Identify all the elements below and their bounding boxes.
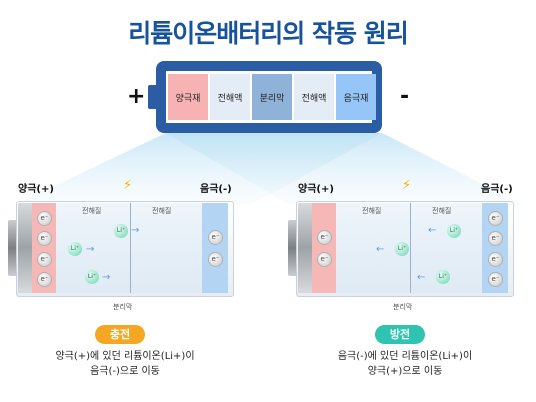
left-electrolyte-label-2: 전해질 [152,207,172,215]
right-anode-label: 음극(-) [481,184,513,195]
left-terminal-cap [8,220,16,276]
right-arrow-icon: → [86,244,95,255]
discharging-badge: 방전 [375,325,425,344]
electron: e⁻ [488,252,503,267]
discharging-desc-line-2: 양극(+)으로 이동 [367,366,443,377]
left-arrow-icon: ← [417,272,426,283]
left-separator-line [130,203,131,293]
right-arrow-icon: → [131,225,140,236]
left-casing-end [18,203,32,293]
cell-layer: 전해액 [210,74,250,120]
electron: e⁻ [208,252,223,267]
lithium-ion: Li⁺ [447,224,461,238]
electron: e⁻ [37,252,52,267]
cell-layer: 양극재 [168,74,208,120]
left-electrolyte-label-1: 전해질 [82,207,102,215]
lithium-ion: Li⁺ [114,224,128,238]
plus-sign: + [127,84,146,109]
discharging-desc-line-1: 음극(-)에 있던 리튬이온(Li+)이 [337,351,473,362]
right-electrolyte-label-1: 전해질 [362,207,382,215]
minus-sign: - [400,84,410,109]
lithium-ion: Li⁺ [68,242,82,256]
lithium-ion: Li⁺ [436,270,450,284]
electron: e⁻ [488,211,503,226]
electron: e⁻ [317,252,332,267]
electron: e⁻ [488,231,503,246]
right-separator-label: 분리막 [393,303,413,311]
left-cathode-label: 양극(+) [18,184,54,195]
cell-layer: 분리막 [252,74,292,120]
charging-desc-line-2: 음극(-)으로 이동 [90,366,160,377]
right-casing-end [298,203,312,293]
electron: e⁻ [488,272,503,287]
charging-desc-line-1: 양극(+)에 있던 리튬이온(Li+)이 [55,351,195,362]
charging-badge: 충전 [95,325,145,344]
cell-terminal-nub [148,85,158,109]
right-terminal-cap [288,220,296,276]
electron: e⁻ [37,211,52,226]
diagram-title: 리튬이온배터리의 작동 원리 [128,19,408,48]
right-electrolyte-label-2: 전해질 [432,207,452,215]
left-separator-label: 분리막 [113,303,133,311]
right-cathode-label: 양극(+) [298,184,334,195]
left-arrow-icon: ← [428,225,437,236]
electron: e⁻ [37,272,52,287]
right-beam [166,133,524,205]
right-electrolyte [336,203,482,293]
left-arrow-icon: ← [376,244,385,255]
electron: e⁻ [208,230,223,245]
left-anode-label: 음극(-) [200,184,232,195]
lithium-ion: Li⁺ [395,242,409,256]
cell-layer: 전해액 [294,74,334,120]
right-arrow-icon: → [102,272,111,283]
electron: e⁻ [317,230,332,245]
electron: e⁻ [37,231,52,246]
lithium-ion: Li⁺ [85,270,99,284]
left-anode-layer [202,203,228,293]
right-cathode-layer [312,203,336,293]
cell-layer: 음극재 [336,74,376,120]
right-lightning-icon: ⚡ [402,178,412,193]
left-lightning-icon: ⚡ [123,178,133,193]
right-separator-line [410,203,411,293]
